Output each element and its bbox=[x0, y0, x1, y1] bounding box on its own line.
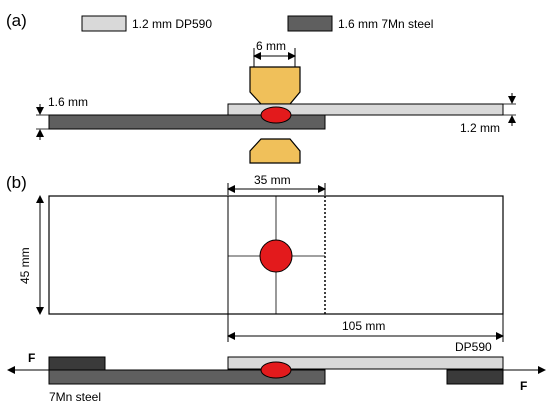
thickness-bottom-label: 1.6 mm bbox=[48, 95, 88, 109]
weld-spot-plan bbox=[259, 239, 293, 273]
legend-7mn-label: 1.6 mm 7Mn steel bbox=[338, 17, 433, 31]
bottom-sheet-label: 7Mn steel bbox=[49, 390, 101, 404]
width-label: 45 mm bbox=[18, 247, 32, 284]
electrode-width-dimension: 6 mm bbox=[253, 39, 296, 70]
legend-dp590-swatch bbox=[81, 15, 127, 32]
top-sheet-label: DP590 bbox=[455, 340, 492, 354]
legend-dp590-label: 1.2 mm DP590 bbox=[132, 17, 212, 31]
legend: 1.2 mm DP590 1.6 mm 7Mn steel bbox=[81, 15, 433, 32]
side-top-sheet-dp590 bbox=[227, 356, 504, 370]
thickness-bottom-dimension: 1.6 mm bbox=[36, 95, 88, 140]
overlap-dimension: 35 mm bbox=[227, 173, 326, 195]
upper-electrode bbox=[249, 66, 301, 105]
length-label: 105 mm bbox=[342, 319, 385, 333]
left-shim bbox=[48, 356, 106, 371]
panel-a-label: (a) bbox=[6, 11, 27, 30]
electrode-width-label: 6 mm bbox=[256, 39, 286, 53]
width-dimension: 45 mm bbox=[18, 195, 44, 315]
panel-b-label: (b) bbox=[6, 173, 27, 192]
weld-nugget-b bbox=[260, 361, 292, 379]
right-shim bbox=[446, 369, 504, 385]
length-dimension: 105 mm bbox=[227, 314, 504, 342]
legend-7mn-swatch bbox=[287, 15, 333, 32]
thickness-top-label: 1.2 mm bbox=[460, 121, 500, 135]
force-left-label: F bbox=[28, 351, 35, 365]
overlap-label: 35 mm bbox=[254, 173, 291, 187]
side-bottom-sheet-7mn bbox=[48, 369, 326, 385]
force-right-label: F bbox=[520, 379, 527, 393]
bottom-sheet-7mn bbox=[48, 114, 326, 130]
lower-electrode bbox=[249, 138, 301, 164]
thickness-top-dimension: 1.2 mm bbox=[460, 93, 516, 135]
top-sheet-dp590 bbox=[227, 103, 504, 116]
weld-nugget-a bbox=[260, 106, 292, 124]
